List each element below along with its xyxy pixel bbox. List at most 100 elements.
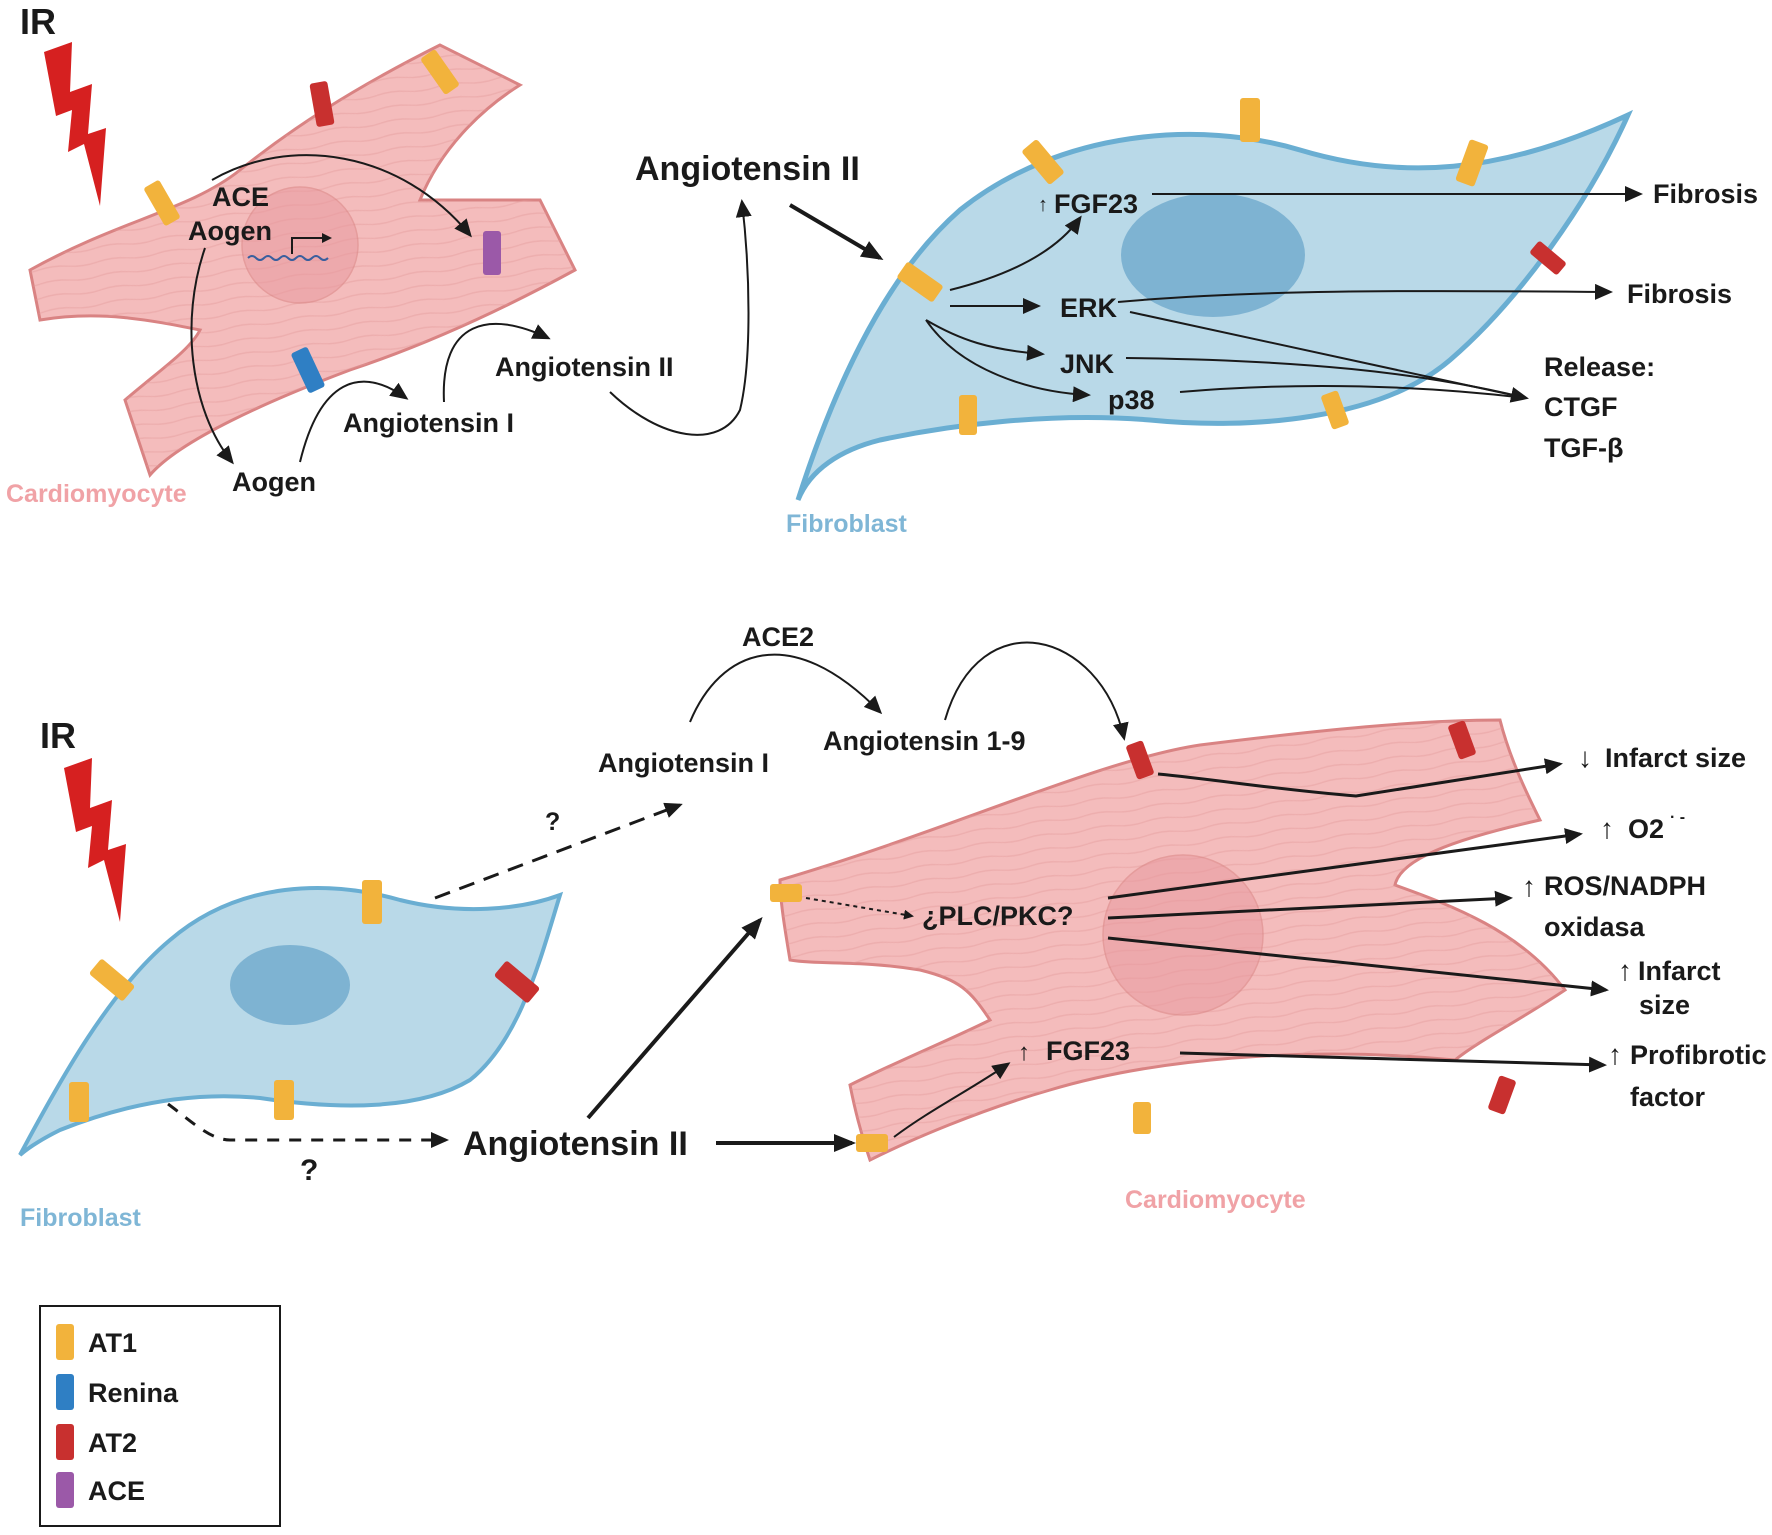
at1-receptor xyxy=(1022,139,1064,185)
arrow-aogen-down xyxy=(190,247,234,465)
arrow-profibrotic xyxy=(1179,1051,1607,1073)
cardiomyocyte-caption-bottom: Cardiomyocyte xyxy=(1125,1186,1306,1214)
at1-receptor xyxy=(144,180,180,226)
arrow-to-fgf23 xyxy=(949,215,1082,291)
fibrosis-text-2: Fibrosis xyxy=(1627,279,1732,309)
plc-pkc-text: ¿PLC/PKC? xyxy=(922,901,1074,931)
at1-receptor xyxy=(1133,1102,1151,1134)
angiotensin-i-text: Angiotensin I xyxy=(343,408,514,438)
arrow-aogen-angi xyxy=(299,380,409,463)
legend-swatch-renina xyxy=(56,1374,74,1410)
aogen-label: Aogen xyxy=(188,216,272,246)
legend-label-at1: AT1 xyxy=(88,1328,137,1358)
nucleus xyxy=(241,186,359,304)
cardiomyocyte-caption: Cardiomyocyte xyxy=(6,480,187,508)
infarct-up-icon: ↑ xyxy=(1618,955,1632,986)
angiotensin-i-text-bottom: Angiotensin I xyxy=(598,748,769,778)
renina-receptor xyxy=(291,347,325,393)
promoter-arrow xyxy=(291,233,332,254)
at2-receptor xyxy=(494,961,540,1003)
fgf23-text-bottom: FGF23 xyxy=(1046,1036,1130,1066)
infarct-up-text-2: size xyxy=(1639,990,1690,1020)
lightning-icon xyxy=(44,42,106,206)
fgf23-up-icon-bottom: ↑ xyxy=(1018,1039,1030,1066)
dashed-arrow-to-angiotensin-ii xyxy=(167,1102,449,1148)
infarct-up-text-1: Infarct xyxy=(1638,956,1721,986)
fibroblast-caption-bottom: Fibroblast xyxy=(20,1204,142,1232)
angiotensin-19-text: Angiotensin 1-9 xyxy=(823,726,1026,756)
top-fibroblast xyxy=(795,98,1634,501)
erk-text: ERK xyxy=(1060,293,1118,323)
bottom-fibroblast xyxy=(18,880,564,1157)
at2-receptor xyxy=(309,81,335,127)
angiotensin-ii-large-text: Angiotensin II xyxy=(635,150,860,188)
at2-receptor xyxy=(1488,1075,1516,1115)
arrow-angii-to-cardio-top xyxy=(586,916,763,1120)
ros-text-1: ROS/NADPH xyxy=(1544,871,1706,901)
arrow-erk-fibrosis xyxy=(1117,283,1613,303)
at1-receptor xyxy=(69,1082,89,1122)
at1-receptor xyxy=(1321,390,1349,430)
ir-label-bottom: IR xyxy=(40,715,76,756)
o2-text: O2 xyxy=(1628,814,1664,844)
at1-receptor xyxy=(1455,139,1489,187)
release-text: Release: xyxy=(1544,352,1655,382)
question-mark-2: ? xyxy=(300,1154,318,1187)
fibroblast-nucleus xyxy=(230,945,350,1025)
ros-up-icon: ↑ xyxy=(1522,871,1536,902)
ir-label-top: IR xyxy=(20,1,56,42)
arrow-jnk-release xyxy=(1125,357,1527,399)
infarct-down-icon: ↓ xyxy=(1578,742,1592,773)
arrow-angi-to-ang19 xyxy=(689,653,883,723)
profibrotic-up-icon: ↑ xyxy=(1608,1039,1622,1070)
arrow-infarct-up xyxy=(1107,936,1609,997)
lightning-icon xyxy=(64,758,126,922)
ace-label: ACE xyxy=(212,182,269,212)
gene-squiggle xyxy=(247,255,329,261)
fgf23-text: FGF23 xyxy=(1054,189,1138,219)
legend-swatch-ace xyxy=(56,1472,74,1508)
ace2-text: ACE2 xyxy=(742,622,814,652)
arrow-angii-to-fibroblast xyxy=(788,203,884,261)
nucleus xyxy=(1102,854,1264,1016)
aogen-text: Aogen xyxy=(232,467,316,497)
fgf23-up-icon: ↑ xyxy=(1038,194,1048,216)
arrow-to-fgf23-bottom xyxy=(893,1062,1011,1138)
arrow-ang19-to-receptor xyxy=(944,641,1129,741)
profibrotic-text-1: Profibrotic xyxy=(1630,1040,1767,1070)
dashed-arrow-to-angiotensin-i xyxy=(434,802,683,900)
o2-up-icon: ↑ xyxy=(1600,813,1614,844)
arrow-angi-angii xyxy=(442,322,551,403)
bottom-cardiomyocyte xyxy=(770,718,1568,1163)
legend-label-ace: ACE xyxy=(88,1476,145,1506)
fibroblast-nucleus xyxy=(1121,193,1305,317)
arrow-to-jnk xyxy=(925,319,1045,361)
angiotensin-ii-small-text: Angiotensin II xyxy=(495,352,674,382)
p38-text: p38 xyxy=(1108,385,1155,415)
arrow-ace-loop xyxy=(211,154,472,238)
infarct-down-text: Infarct size xyxy=(1605,743,1746,773)
legend-swatch-at1 xyxy=(56,1324,74,1360)
arrow-to-p38 xyxy=(925,319,1091,403)
jnk-text: JNK xyxy=(1060,349,1115,379)
arrow-infarct-down xyxy=(1157,758,1563,798)
at1-receptor xyxy=(1240,98,1260,142)
tgfb-text: TGF-β xyxy=(1544,433,1623,463)
legend: AT1 Renina AT2 ACE xyxy=(39,1305,281,1527)
at2-receptor xyxy=(1448,720,1476,760)
ace-receptor xyxy=(483,231,501,275)
at1-receptor xyxy=(89,959,135,1001)
fibroblast-caption-top: Fibroblast xyxy=(786,510,908,538)
ros-text-2: oxidasa xyxy=(1544,912,1646,942)
profibrotic-text-2: factor xyxy=(1630,1082,1706,1112)
legend-swatch-at2 xyxy=(56,1424,74,1460)
angiotensin-ii-text-bottom: Angiotensin II xyxy=(463,1125,688,1163)
legend-label-at2: AT2 xyxy=(88,1428,137,1458)
at1-receptor xyxy=(959,395,977,435)
at1-receptor xyxy=(362,880,382,924)
at1-receptor xyxy=(421,49,459,95)
at1-receptor xyxy=(897,262,943,302)
at2-receptor xyxy=(1126,740,1154,780)
arrow-o2 xyxy=(1107,828,1583,900)
